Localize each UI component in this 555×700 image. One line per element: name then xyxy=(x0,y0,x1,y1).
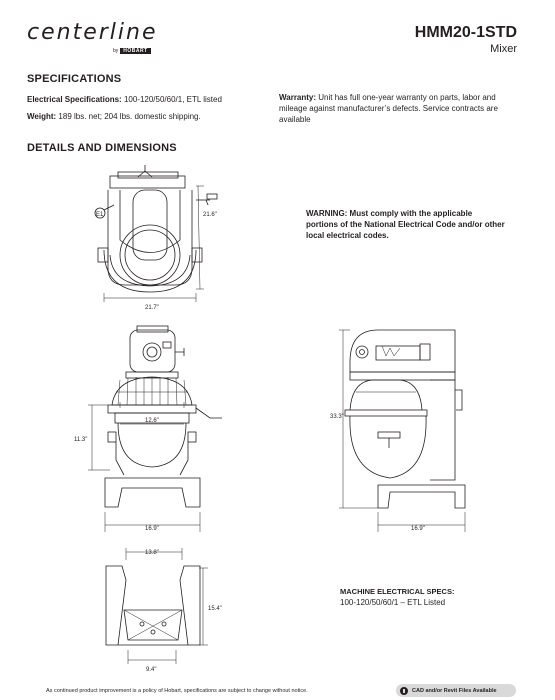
dim-label-side-base: 16.9" xyxy=(411,526,425,532)
brand-by: by xyxy=(113,48,119,54)
base-plan-drawing xyxy=(105,548,208,664)
machine-specs-value: 100-120/50/60/1 – ETL Listed xyxy=(340,598,446,607)
machine-specs-title: MACHINE ELECTRICAL SPECS: xyxy=(340,587,455,596)
warranty-value: Unit has full one-year warranty on parts… xyxy=(279,93,498,124)
weight-spec: Weight: 189 lbs. net; 204 lbs. domestic … xyxy=(27,112,201,121)
electrical-warning: WARNING: Must comply with the applicable… xyxy=(306,209,505,240)
warranty-label: Warranty: xyxy=(279,93,317,102)
brand-logo: centerline by HOBART xyxy=(27,20,167,60)
cad-files-badge[interactable]: CAD and/or Revit Files Available xyxy=(396,684,516,697)
dim-label-front-base: 16.9" xyxy=(145,526,159,532)
dim-label-top-width: 21.7" xyxy=(145,305,159,311)
dim-label-e1: E1 xyxy=(96,212,104,218)
product-type: Mixer xyxy=(490,43,517,55)
dim-label-front-bowl: 12.6" xyxy=(145,418,159,424)
dim-label-side-height: 33.3" xyxy=(330,414,344,420)
dim-label-base-bottom: 9.4" xyxy=(146,667,156,673)
cad-files-label: CAD and/or Revit Files Available xyxy=(412,687,497,694)
electrical-spec-label: Electrical Specifications: xyxy=(27,95,122,104)
side-view-drawing xyxy=(339,329,466,532)
dim-label-front-height: 11.3" xyxy=(74,437,87,443)
dim-label-top-depth: 21.6" xyxy=(203,212,217,218)
specifications-heading: SPECIFICATIONS xyxy=(27,73,122,85)
info-icon xyxy=(400,686,408,695)
dim-label-base-depth: 15.4" xyxy=(208,606,222,612)
electrical-spec: Electrical Specifications: 100-120/50/60… xyxy=(27,95,222,104)
weight-spec-label: Weight: xyxy=(27,112,57,121)
details-heading: DETAILS AND DIMENSIONS xyxy=(27,142,177,154)
front-view-drawing xyxy=(88,325,222,532)
dim-label-base-top: 13.8" xyxy=(145,550,159,556)
hobart-mark: HOBART xyxy=(120,48,151,54)
electrical-spec-value: 100-120/50/60/1, ETL listed xyxy=(123,95,222,104)
footer-disclaimer: As continued product improvement is a po… xyxy=(46,688,308,694)
brand-name: centerline xyxy=(27,20,158,45)
weight-spec-value: 189 lbs. net; 204 lbs. domestic shipping… xyxy=(58,112,201,121)
brand-parent: by HOBART xyxy=(113,48,151,54)
model-number: HMM20-1STD xyxy=(414,24,517,41)
top-view-drawing xyxy=(94,165,218,302)
warranty-text: Warranty: Unit has full one-year warrant… xyxy=(279,92,519,125)
